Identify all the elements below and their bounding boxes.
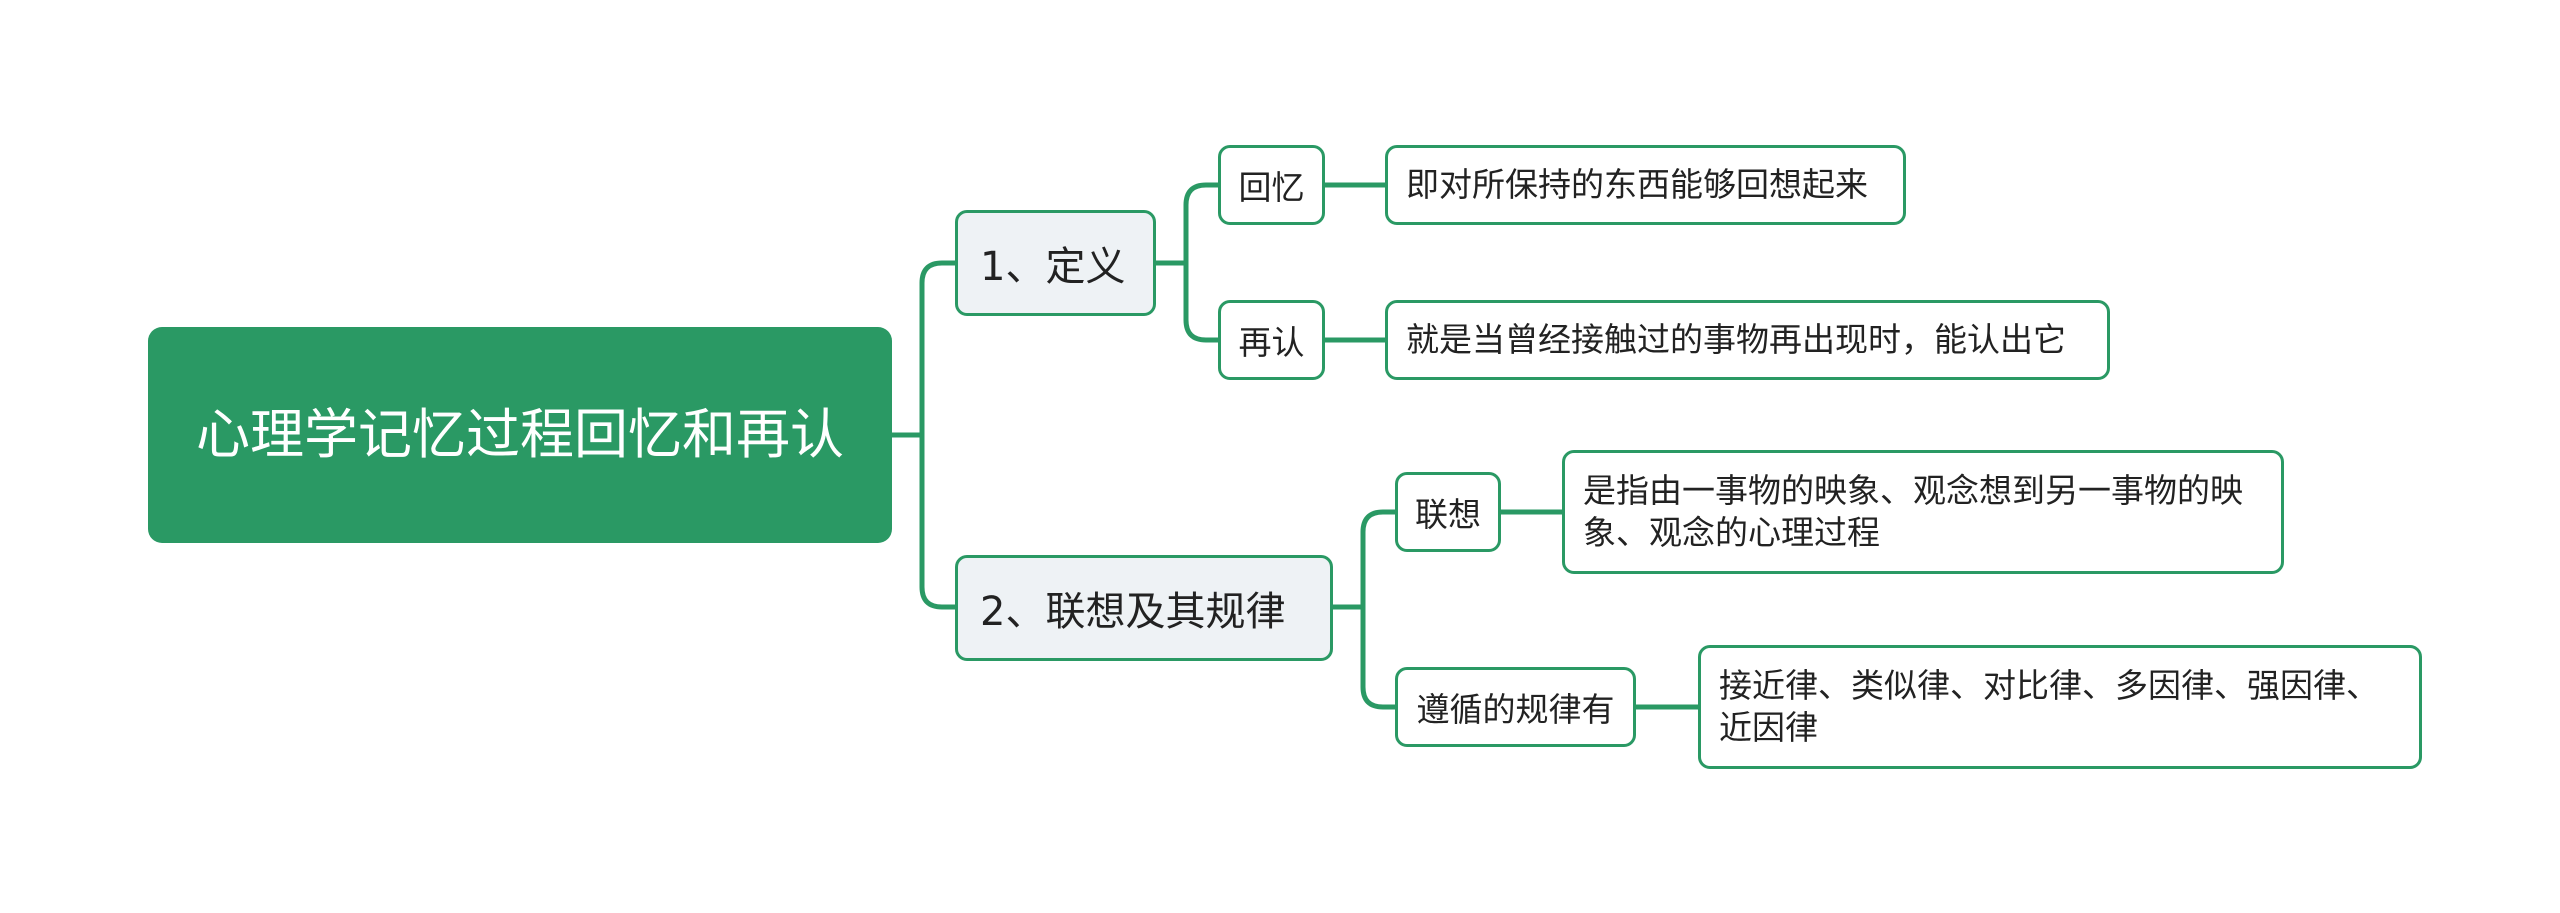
detail-association[interactable]: 是指由一事物的映象、观念想到另一事物的映象、观念的心理过程 bbox=[1562, 450, 2284, 574]
node-recognition-label: 再认 bbox=[1238, 323, 1305, 362]
node-laws[interactable]: 遵循的规律有 bbox=[1395, 667, 1636, 747]
connector-branch2-laws bbox=[1330, 604, 1398, 710]
detail-recall[interactable]: 即对所保持的东西能够回想起来 bbox=[1385, 145, 1906, 225]
branch-definition[interactable]: 1、定义 bbox=[955, 210, 1156, 316]
node-recognition[interactable]: 再认 bbox=[1218, 300, 1325, 380]
node-association-label: 联想 bbox=[1415, 495, 1481, 534]
node-association[interactable]: 联想 bbox=[1395, 472, 1501, 552]
node-recall[interactable]: 回忆 bbox=[1218, 145, 1325, 225]
detail-recall-text: 即对所保持的东西能够回想起来 bbox=[1406, 165, 1868, 204]
branch-association-laws[interactable]: 2、联想及其规律 bbox=[955, 555, 1333, 661]
branch-definition-label: 1、定义 bbox=[980, 244, 1126, 290]
root-title: 心理学记忆过程回忆和再认 bbox=[196, 403, 844, 466]
detail-recognition[interactable]: 就是当曾经接触过的事物再出现时，能认出它 bbox=[1385, 300, 2110, 380]
connector-branch2-association bbox=[1330, 509, 1398, 610]
root-node[interactable]: 心理学记忆过程回忆和再认 bbox=[148, 327, 892, 543]
node-laws-label: 遵循的规律有 bbox=[1416, 690, 1615, 729]
branch-association-laws-label: 2、联想及其规律 bbox=[980, 589, 1286, 635]
detail-laws-text: 接近律、类似律、对比律、多因律、强因律、近因律 bbox=[1719, 666, 2379, 747]
detail-association-text: 是指由一事物的映象、观念想到另一事物的映象、观念的心理过程 bbox=[1583, 471, 2243, 552]
connector-branch1-recognition bbox=[1153, 260, 1221, 343]
connector-root-branch1 bbox=[889, 260, 958, 438]
detail-laws[interactable]: 接近律、类似律、对比律、多因律、强因律、近因律 bbox=[1698, 645, 2422, 769]
connector-root-branch2 bbox=[889, 432, 958, 610]
detail-recognition-text: 就是当曾经接触过的事物再出现时，能认出它 bbox=[1406, 320, 2066, 359]
connector-branch1-recall bbox=[1153, 182, 1221, 266]
node-recall-label: 回忆 bbox=[1238, 168, 1305, 207]
